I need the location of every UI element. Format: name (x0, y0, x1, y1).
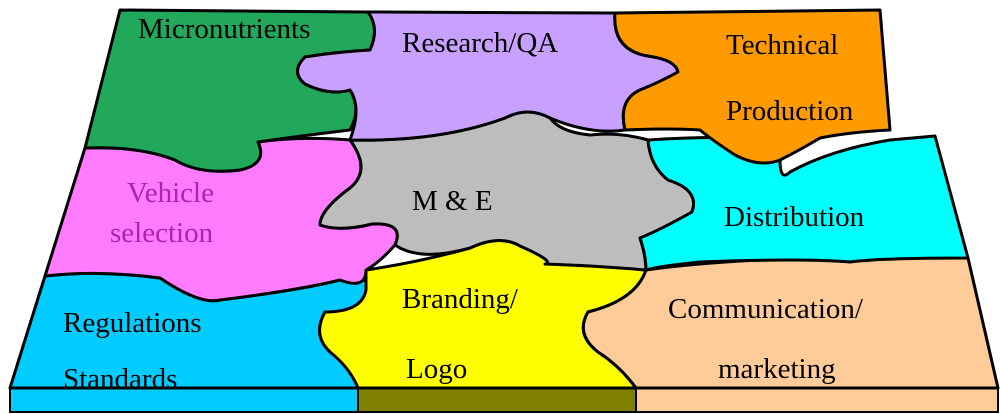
label-branding: Branding/ (402, 283, 519, 315)
label-technical: Technical (726, 29, 838, 61)
base-edge-left (9, 387, 359, 413)
base-edge-right (635, 387, 999, 413)
base-edge-middle (357, 387, 637, 413)
label-distribution: Distribution (724, 201, 865, 233)
label-regulations: Regulations (63, 307, 202, 339)
label-research-qa: Research/QA (402, 27, 558, 59)
label-me: M & E (412, 185, 493, 217)
label-production: Production (726, 95, 854, 127)
label-marketing: marketing (718, 353, 836, 385)
label-logo: Logo (406, 353, 467, 385)
label-micronutrients: Micronutrients (138, 13, 310, 45)
label-standards: Standards (63, 363, 177, 395)
label-selection: selection (110, 217, 214, 249)
piece-technical (613, 8, 892, 165)
label-communication: Communication/ (668, 293, 864, 325)
label-vehicle: Vehicle (127, 177, 214, 209)
